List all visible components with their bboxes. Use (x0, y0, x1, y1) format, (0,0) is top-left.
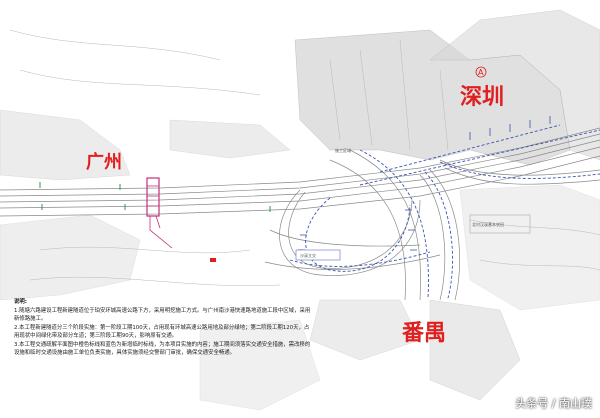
construction-zone (146, 177, 173, 249)
highway-corridor (0, 127, 600, 217)
interchange (264, 149, 600, 301)
terrain-lines (9, 29, 600, 287)
interchange-label-box: 沙溪立交 (295, 249, 341, 261)
zone-label: 施工区域 (335, 147, 351, 153)
temporary-markings (289, 124, 600, 299)
green-marks (39, 182, 271, 212)
watermark: 头条号 / 南山璞 (515, 397, 592, 410)
notes-panel: 说明: 1.随塘六路建设工程新建隧道位于珀安环城高速公路下方，采用明挖施工方式。… (14, 298, 314, 358)
city-label-shenzhen: 深圳 (460, 85, 504, 110)
plot-area: 北村汉溪基本农田 (469, 214, 531, 234)
notes-item-2: 2.本工程新建隧道分三个阶段实施：第一阶段工期100天，占用现有环城高速公路用地… (14, 325, 310, 339)
site-marker (210, 258, 216, 262)
city-label-panyu: 番禺 (401, 321, 446, 346)
plot-label: 北村汉溪基本农田 (472, 221, 504, 227)
notes-item-1: 1.随塘六路建设工程新建隧道位于珀安环城高速公路下方，采用明挖施工方式。与广州南… (14, 308, 311, 322)
interchange-label: 沙溪立交 (300, 252, 316, 258)
north-arrow-label: A (478, 68, 484, 77)
notes-item-3: 3.本工程交通疏解平面图中橙色标线和蓝色为新增临时标线，为本项目实施的内容；施工… (14, 342, 311, 356)
city-label-guangzhou: 广州 (86, 151, 122, 173)
notes-heading: 说明: (14, 299, 27, 305)
north-arrow: A (475, 66, 487, 78)
urban-blocks (0, 9, 600, 411)
